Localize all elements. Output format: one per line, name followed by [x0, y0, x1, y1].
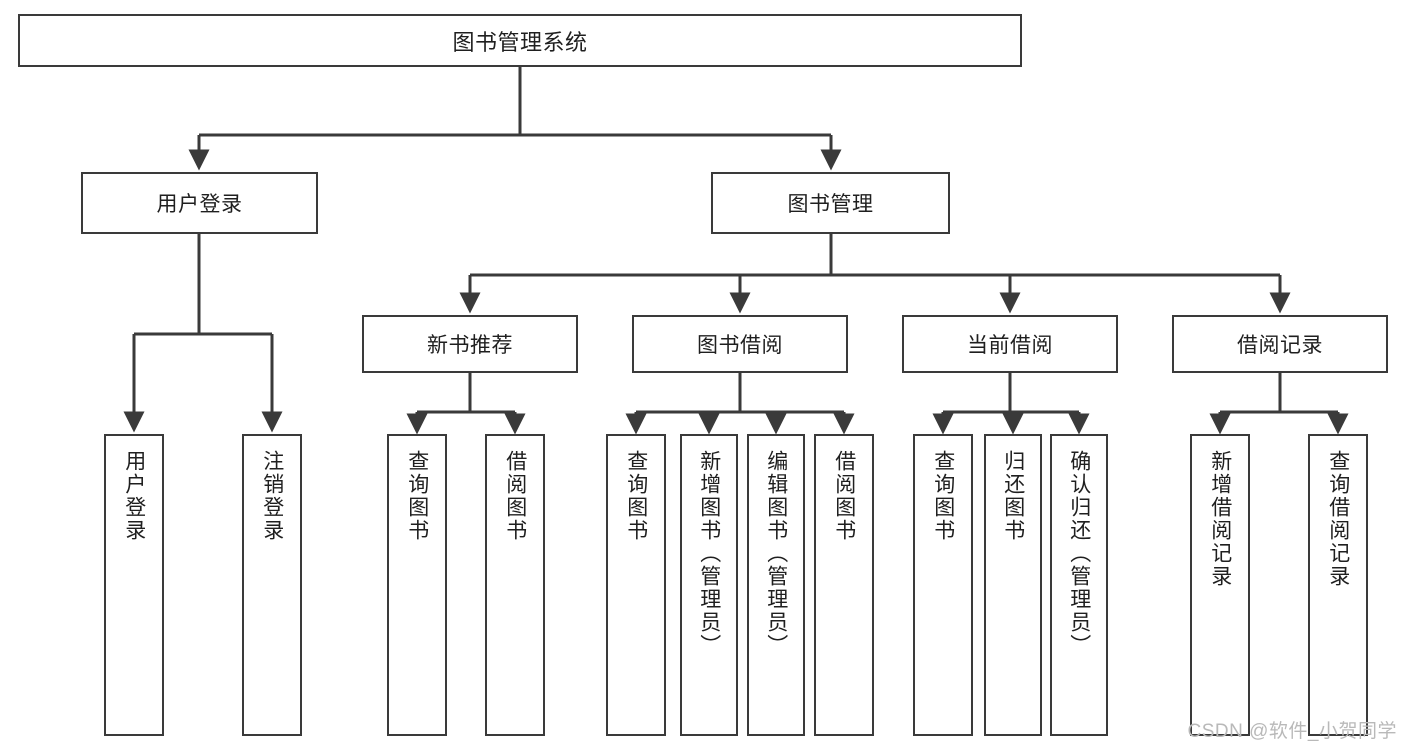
csdn-watermark: CSDN @软件_小贺同学	[1187, 721, 1397, 742]
node-root[interactable]: 图书管理系统	[18, 14, 1022, 67]
node-leaf-return-book[interactable]: 归还图书	[984, 434, 1042, 736]
node-leaf-query-book-3-label: 查询图书	[931, 450, 955, 542]
node-leaf-query-book-1[interactable]: 查询图书	[387, 434, 447, 736]
node-leaf-edit-book-admin-label: 编辑图书（管理员）	[764, 450, 788, 657]
node-book-borrow-label: 图书借阅	[697, 334, 783, 357]
node-leaf-query-record[interactable]: 查询借阅记录	[1308, 434, 1368, 736]
node-leaf-borrow-book-1[interactable]: 借阅图书	[485, 434, 545, 736]
node-leaf-user-logout[interactable]: 注销登录	[242, 434, 302, 736]
node-leaf-borrow-book-2-label: 借阅图书	[832, 450, 856, 542]
node-user-login-label: 用户登录	[156, 193, 243, 216]
node-leaf-add-record[interactable]: 新增借阅记录	[1190, 434, 1250, 736]
node-new-book-recommend-label: 新书推荐	[427, 334, 513, 357]
node-leaf-borrow-book-1-label: 借阅图书	[503, 450, 527, 542]
node-book-manage[interactable]: 图书管理	[711, 172, 950, 234]
node-leaf-add-book-admin-label: 新增图书（管理员）	[697, 450, 721, 657]
node-leaf-query-record-label: 查询借阅记录	[1326, 450, 1350, 588]
node-leaf-confirm-return-admin-label: 确认归还（管理员）	[1067, 450, 1091, 657]
node-leaf-query-book-3[interactable]: 查询图书	[913, 434, 973, 736]
node-leaf-user-logout-label: 注销登录	[260, 450, 284, 542]
node-leaf-query-book-2[interactable]: 查询图书	[606, 434, 666, 736]
node-leaf-add-book-admin[interactable]: 新增图书（管理员）	[680, 434, 738, 736]
node-leaf-query-book-1-label: 查询图书	[405, 450, 429, 542]
node-book-manage-label: 图书管理	[787, 193, 874, 216]
node-leaf-borrow-book-2[interactable]: 借阅图书	[814, 434, 874, 736]
node-new-book-recommend[interactable]: 新书推荐	[362, 315, 578, 373]
node-borrow-record-label: 借阅记录	[1237, 334, 1323, 357]
node-root-label: 图书管理系统	[452, 29, 588, 55]
node-borrow-record[interactable]: 借阅记录	[1172, 315, 1388, 373]
node-leaf-user-login[interactable]: 用户登录	[104, 434, 164, 736]
node-current-borrow[interactable]: 当前借阅	[902, 315, 1118, 373]
node-leaf-query-book-2-label: 查询图书	[624, 450, 648, 542]
node-user-login[interactable]: 用户登录	[81, 172, 318, 234]
node-leaf-return-book-label: 归还图书	[1001, 450, 1025, 542]
node-leaf-add-record-label: 新增借阅记录	[1208, 450, 1232, 588]
node-book-borrow[interactable]: 图书借阅	[632, 315, 848, 373]
node-leaf-user-login-label: 用户登录	[122, 450, 146, 542]
node-leaf-confirm-return-admin[interactable]: 确认归还（管理员）	[1050, 434, 1108, 736]
node-current-borrow-label: 当前借阅	[967, 334, 1053, 357]
node-leaf-edit-book-admin[interactable]: 编辑图书（管理员）	[747, 434, 805, 736]
